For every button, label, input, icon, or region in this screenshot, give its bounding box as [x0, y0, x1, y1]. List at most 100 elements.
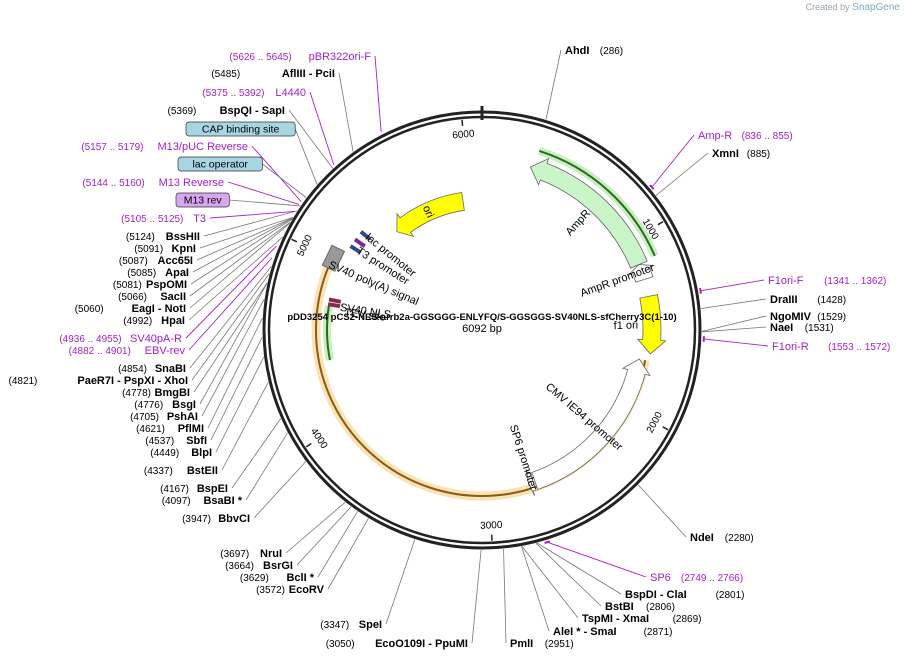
green-arc	[326, 305, 331, 361]
bp-tick-mark	[461, 119, 464, 126]
small-feature-glyph	[328, 297, 342, 304]
feature-box[interactable]	[177, 156, 263, 172]
primer-f1ori-f[interactable]: F1ori-F	[768, 275, 804, 287]
enzyme-position: (5085)	[127, 268, 156, 279]
feature-box[interactable]	[185, 121, 296, 137]
primer-amp-r[interactable]: Amp-R	[698, 130, 732, 142]
enzyme-leader-line	[536, 542, 622, 595]
enzyme-site-bsteii[interactable]: BstEII	[187, 465, 218, 477]
primer-range: (1341 .. 1362)	[824, 276, 886, 287]
enzyme-site-ndei[interactable]: NdeI	[690, 532, 714, 544]
feature-arrow-ori[interactable]	[396, 192, 465, 238]
enzyme-leader-line	[190, 218, 293, 285]
bp-tick-label: 3000	[480, 520, 503, 532]
primer-pbr322ori-f[interactable]: pBR322ori-F	[309, 51, 372, 63]
enzyme-site-bsgi[interactable]: BsgI	[172, 399, 196, 411]
enzyme-leader-line	[385, 539, 416, 625]
enzyme-site-snabi[interactable]: SnaBI	[155, 363, 186, 375]
enzyme-site-bbvci[interactable]: BbvCI	[218, 513, 250, 525]
enzyme-position: (4337)	[144, 466, 173, 477]
enzyme-site-alei[interactable]: AleI * - SmaI	[553, 626, 617, 638]
enzyme-site-ahdi[interactable]: AhdI	[565, 45, 589, 57]
small-feature-glyph	[349, 244, 362, 255]
bp-tick-label: 5000	[295, 233, 315, 258]
enzyme-position: (2801)	[716, 590, 745, 601]
feature-arrow-ampr-promoter[interactable]	[627, 264, 655, 283]
enzyme-site-apai[interactable]: ApaI	[165, 267, 189, 279]
enzyme-leader-line	[535, 543, 602, 607]
small-feature-glyph	[359, 230, 372, 241]
enzyme-site-bspdi[interactable]: BspDI - ClaI	[625, 589, 687, 601]
enzyme-leader-line	[288, 109, 334, 169]
enzyme-site-ecoo109i[interactable]: EcoO109I - PpuMI	[375, 638, 468, 650]
enzyme-site-paer7i[interactable]: PaeR7I - PspXI - XhoI	[77, 375, 188, 387]
enzyme-leader-line	[503, 548, 507, 644]
primer-sp6[interactable]: SP6	[650, 572, 671, 584]
primer-leader-line	[651, 134, 695, 188]
enzyme-leader-line	[327, 518, 369, 590]
primer-t3[interactable]: T3	[193, 213, 206, 225]
enzyme-site-blpi[interactable]: BlpI	[191, 447, 212, 459]
bp-tick-label: 2000	[645, 410, 665, 435]
enzyme-site-naei[interactable]: NaeI	[770, 322, 793, 334]
enzyme-leader-line	[207, 318, 263, 429]
enzyme-site-xmni[interactable]: XmnI	[712, 148, 739, 160]
enzyme-site-spei[interactable]: SpeI	[359, 619, 382, 631]
enzyme-site-pspomi[interactable]: PspOMI	[146, 279, 187, 291]
feature-box-label: M13 rev	[184, 195, 223, 207]
enzyme-leader-line	[285, 501, 346, 554]
enzyme-site-pshai[interactable]: PshAI	[167, 411, 198, 423]
enzyme-position: (4992)	[123, 316, 152, 327]
enzyme-leader-line	[193, 282, 268, 393]
primer-range: (4936 .. 4955)	[59, 334, 121, 345]
enzyme-site-nrui[interactable]: NruI	[260, 548, 282, 560]
enzyme-site-sbfi[interactable]: SbfI	[186, 435, 207, 447]
enzyme-position: (3347)	[320, 620, 349, 631]
enzyme-site-bmgbi[interactable]: BmgBI	[155, 387, 190, 399]
primer-f1ori-r[interactable]: F1ori-R	[772, 341, 809, 353]
snapgene-logo-text: SnapGene	[852, 2, 900, 13]
enzyme-site-eagi[interactable]: EagI - NotI	[132, 303, 186, 315]
enzyme-site-pflmi[interactable]: PflMI	[178, 423, 204, 435]
feature-box-leader	[294, 128, 318, 185]
primer-m13-puc-reverse[interactable]: M13/pUC Reverse	[158, 141, 248, 153]
enzyme-position: (3572)	[256, 585, 285, 596]
enzyme-site-draiii[interactable]: DraIII	[770, 294, 798, 306]
enzyme-leader-line	[521, 546, 579, 619]
enzyme-position: (2871)	[644, 627, 673, 638]
enzyme-site-ngomiv[interactable]: NgoMIV	[770, 311, 812, 323]
enzyme-site-pmli[interactable]: PmlI	[510, 638, 533, 650]
enzyme-site-afliii[interactable]: AflIII - PciI	[282, 68, 335, 80]
primer-range: (1553 .. 1572)	[828, 342, 890, 353]
enzyme-site-bsshii[interactable]: BssHII	[166, 231, 200, 243]
primer-leader-line	[374, 55, 382, 133]
enzyme-site-tspmi[interactable]: TspMI - XmaI	[582, 613, 649, 625]
enzyme-site-bcli[interactable]: BclI *	[286, 572, 314, 584]
enzyme-site-bspei[interactable]: BspEI	[197, 483, 228, 495]
primer-sv40pa-r[interactable]: SV40pA-R	[130, 333, 182, 345]
feature-box-label: CAP binding site	[202, 124, 280, 136]
feature-arrow-cmv-ie94-promoter[interactable]	[531, 358, 651, 491]
created-by-text: Created by	[805, 2, 850, 12]
enzyme-site-hpai[interactable]: HpaI	[161, 315, 185, 327]
enzyme-leader-line	[215, 356, 265, 453]
feature-box[interactable]	[175, 192, 230, 208]
enzyme-site-bsabi[interactable]: BsaBI *	[203, 495, 242, 507]
feature-arrow-sp6-promoter[interactable]	[525, 469, 537, 497]
enzyme-leader-line	[471, 549, 482, 644]
enzyme-site-bstbi[interactable]: BstBI	[605, 601, 634, 613]
enzyme-leader-line	[192, 218, 293, 273]
enzyme-leader-line	[189, 221, 291, 297]
enzyme-site-bspqi[interactable]: BspQI - SapI	[220, 105, 285, 117]
primer-m13-reverse[interactable]: M13 Reverse	[159, 177, 224, 189]
enzyme-site-bsrgi[interactable]: BsrGI	[263, 560, 293, 572]
enzyme-site-acc65i[interactable]: Acc65I	[158, 255, 193, 267]
feature-arrow-f1-ori[interactable]	[636, 294, 667, 355]
primer-ebv-rev[interactable]: EBV-rev	[145, 345, 186, 357]
green-arc	[538, 149, 656, 257]
enzyme-site-sacii[interactable]: SacII	[160, 291, 186, 303]
enzyme-site-kpni[interactable]: KpnI	[172, 243, 196, 255]
primer-l4440[interactable]: L4440	[275, 87, 306, 99]
enzyme-position: (3664)	[225, 561, 254, 572]
enzyme-site-ecorv[interactable]: EcoRV	[289, 584, 325, 596]
